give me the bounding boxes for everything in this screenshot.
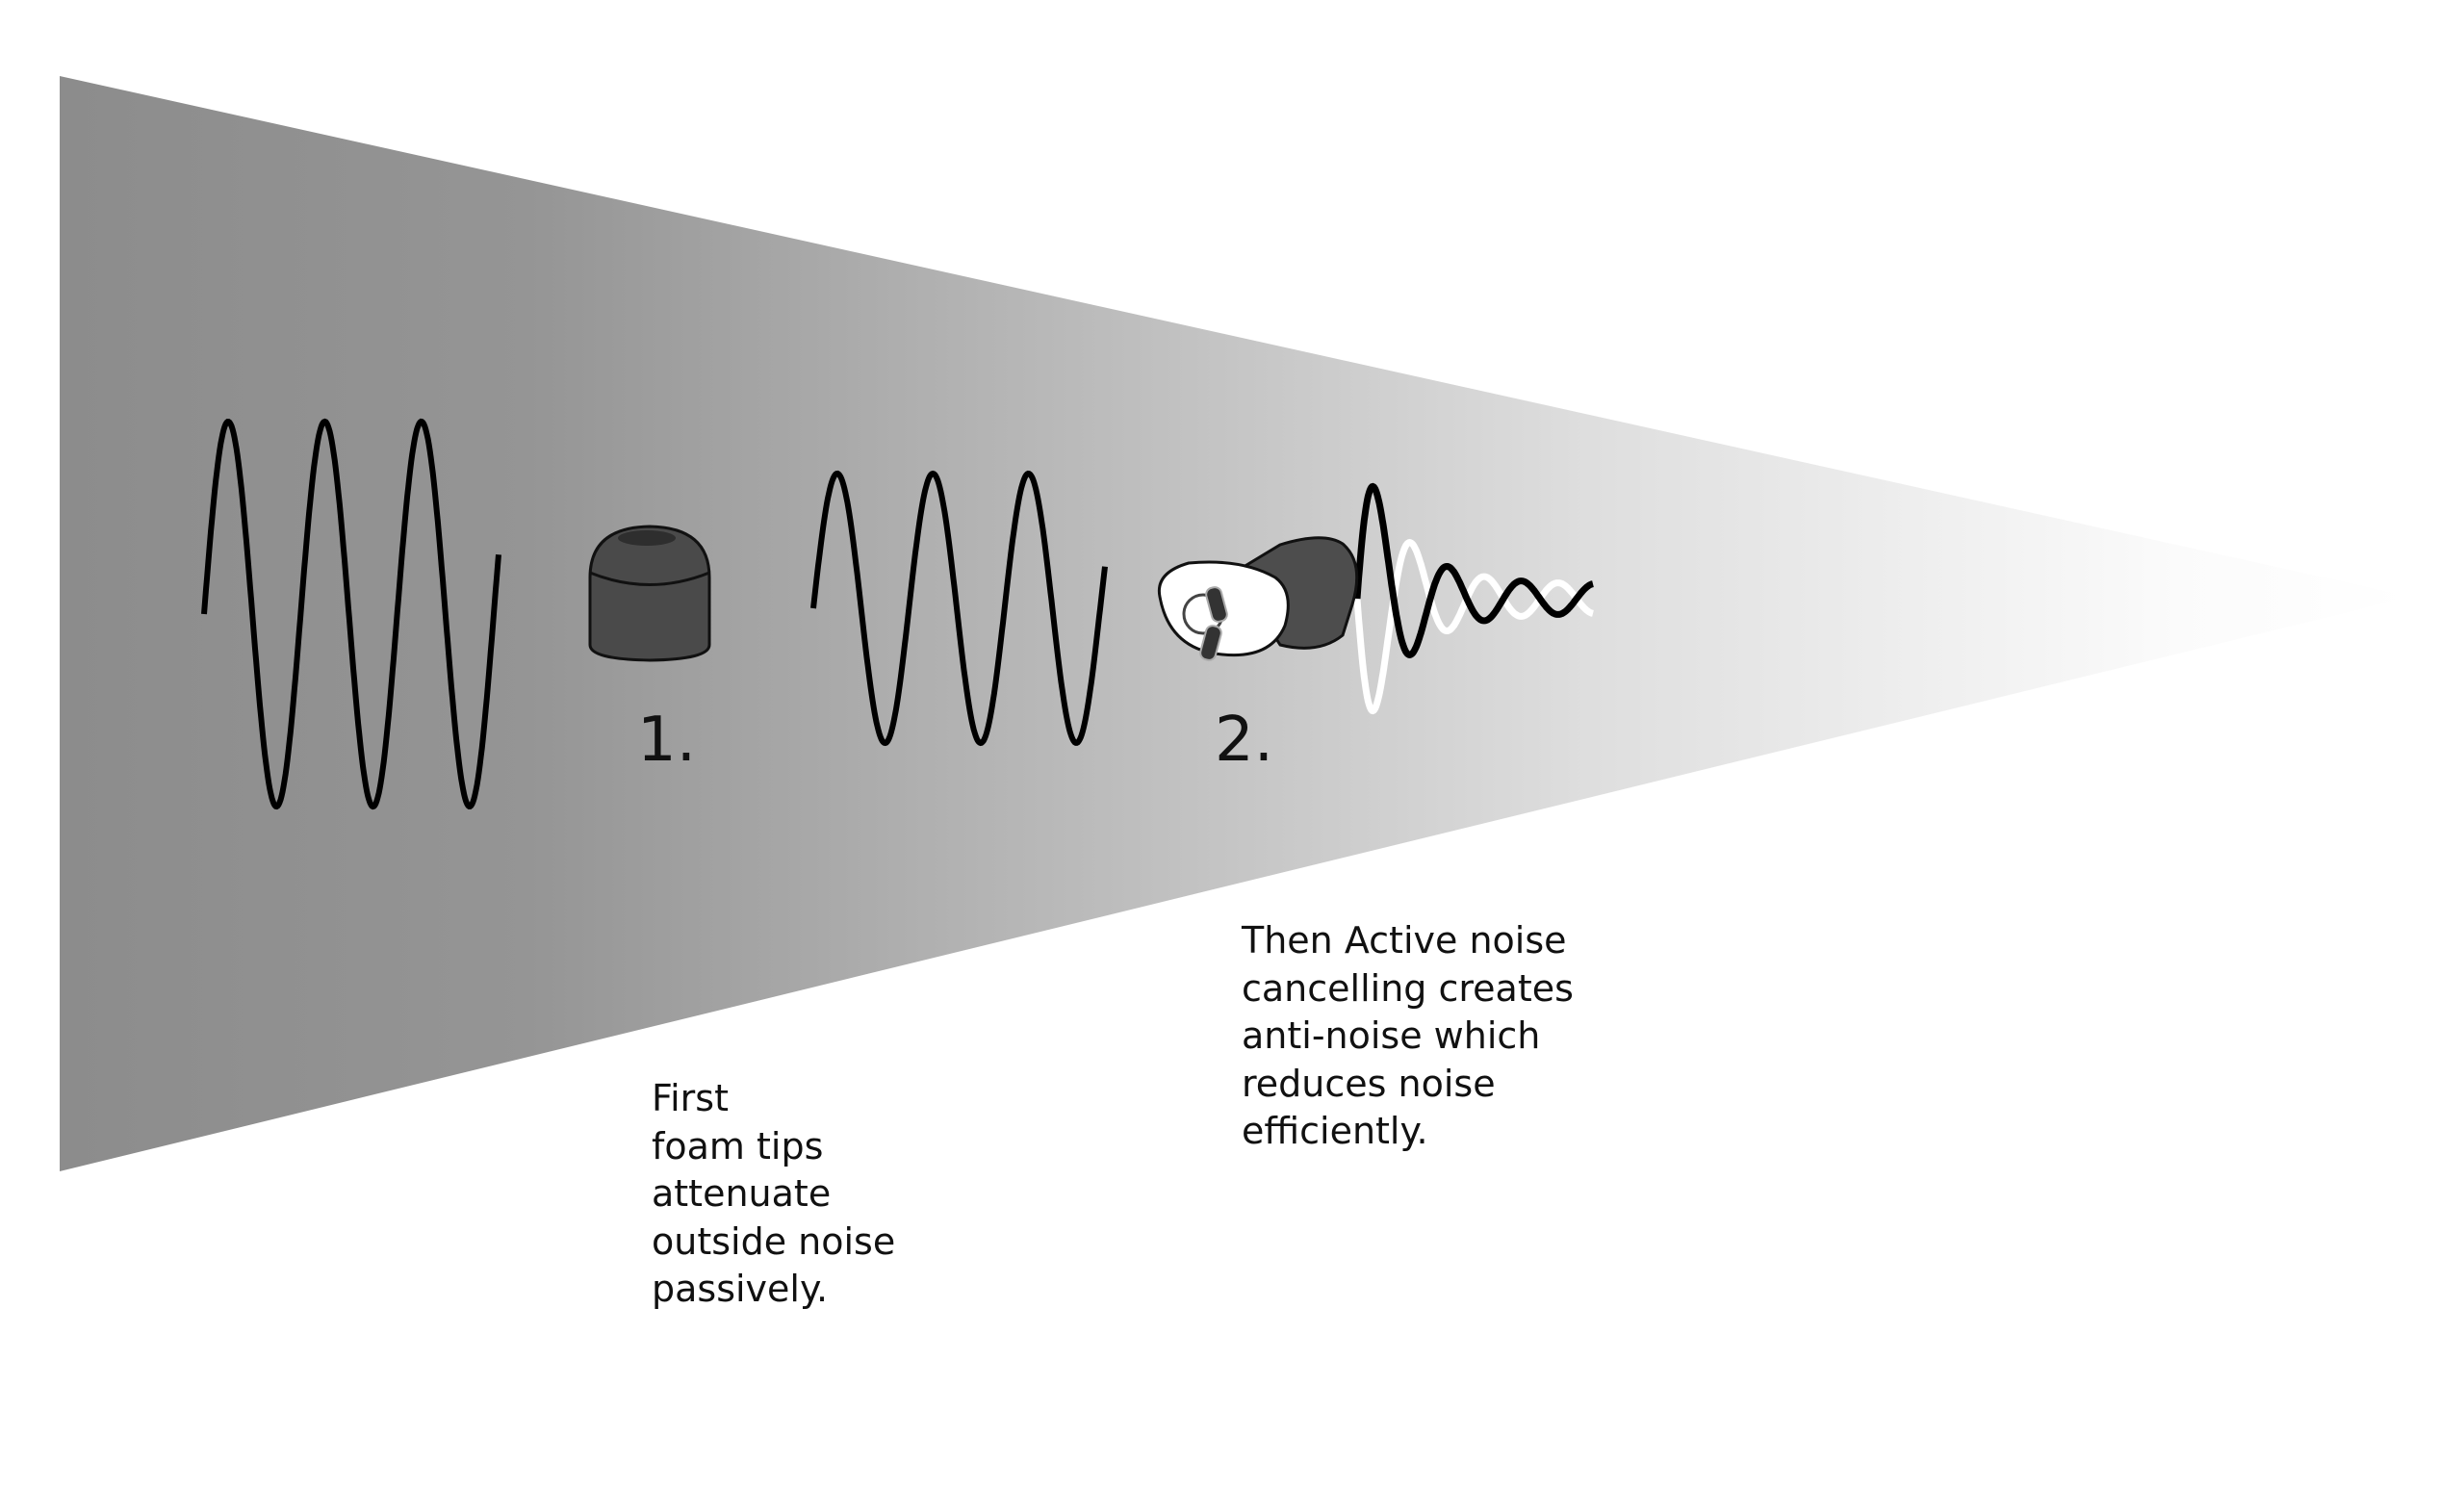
step-2-number: 2. <box>1215 705 1273 776</box>
step-1-number: 1. <box>637 705 696 776</box>
earbud-icon <box>1157 536 1359 661</box>
step-1-caption: First foam tips attenuate outside noise … <box>652 1077 896 1310</box>
step-2-caption: Then Active noise cancelling creates ant… <box>1242 919 1574 1152</box>
cancelled-noise-wave <box>1353 482 1594 658</box>
outside-noise-wave <box>201 418 501 810</box>
attenuated-noise-wave <box>810 470 1108 747</box>
anti-noise-wave <box>1353 539 1594 715</box>
foam-tip-icon <box>588 525 711 662</box>
